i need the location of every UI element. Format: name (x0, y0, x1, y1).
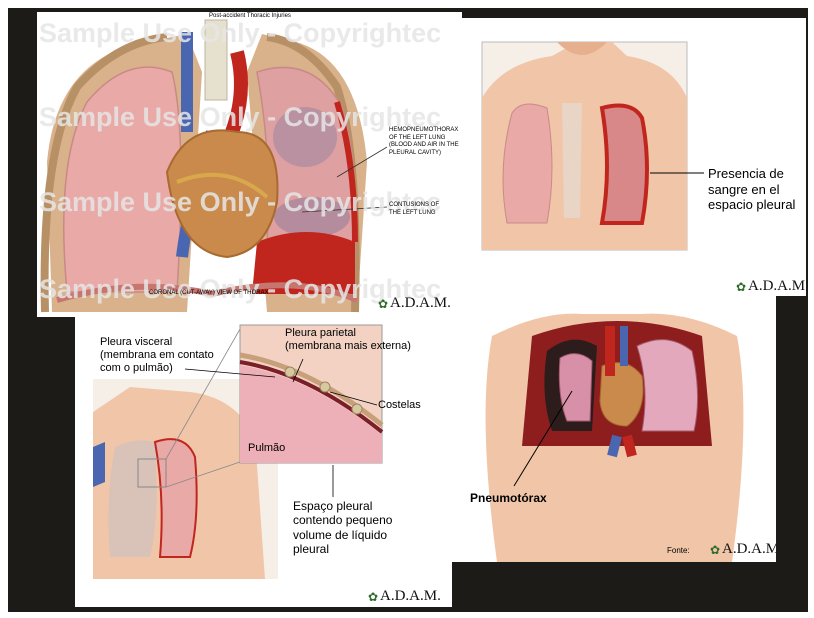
adam-logo: A.D.A.M. (748, 278, 806, 295)
thoracic-injuries-illustration: Sample Use Only - Copyrightec Sample Use… (37, 12, 462, 317)
pleural-space-label: Espaço pleural contendo pequeno volume d… (293, 499, 392, 557)
pleura-detail-illustration: Pleura visceral (membrana em contato com… (75, 317, 452, 607)
pleural-blood-illustration: Presencia de sangre en el espacio pleura… (462, 18, 806, 296)
lung-label: Pulmão (248, 442, 285, 455)
panel-caption-bottom: CORONAL (CUT-AWAY) VIEW OF THORAX (149, 290, 268, 298)
contusions-label: CONTUSIONS OF THE LEFT LUNG (389, 202, 439, 217)
hemopneumothorax-label: HEMOPNEUMOTHORAX OF THE LEFT LUNG (BLOOD… (389, 127, 459, 157)
adam-logo: A.D.A.M. (380, 588, 441, 605)
pleural-blood-label: Presencia de sangre en el espacio pleura… (708, 166, 795, 213)
ribs-label: Costelas (378, 399, 421, 412)
source-label: Fonte: (667, 546, 690, 556)
adam-logo: A.D.A.M. (390, 295, 451, 312)
adam-leaf-icon: ✿ (710, 543, 720, 557)
watermark-2: Sample Use Only - Copyrightec (39, 102, 441, 133)
pneumothorax-drawing (452, 296, 776, 562)
adam-logo: A.D.A.M. (722, 541, 776, 558)
parietal-pleura-label: Pleura parietal (membrana mais externa) (285, 327, 411, 353)
torso-blood-drawing (462, 18, 806, 296)
adam-leaf-icon: ✿ (736, 280, 746, 294)
watermark-3: Sample Use Only - Copyrightec (39, 187, 441, 218)
watermark-1: Sample Use Only - Copyrightec (39, 18, 441, 49)
pneumothorax-label: Pneumotórax (470, 491, 547, 505)
thorax-cutaway-drawing (37, 12, 462, 317)
pneumothorax-illustration: Pneumotórax Fonte: ✿ A.D.A.M. (452, 296, 776, 562)
adam-leaf-icon: ✿ (378, 297, 388, 311)
visceral-pleura-label: Pleura visceral (membrana em contato com… (100, 336, 214, 376)
adam-leaf-icon: ✿ (368, 590, 378, 604)
panel-caption-top: Post-accident Thoracic Injuries (209, 13, 291, 21)
